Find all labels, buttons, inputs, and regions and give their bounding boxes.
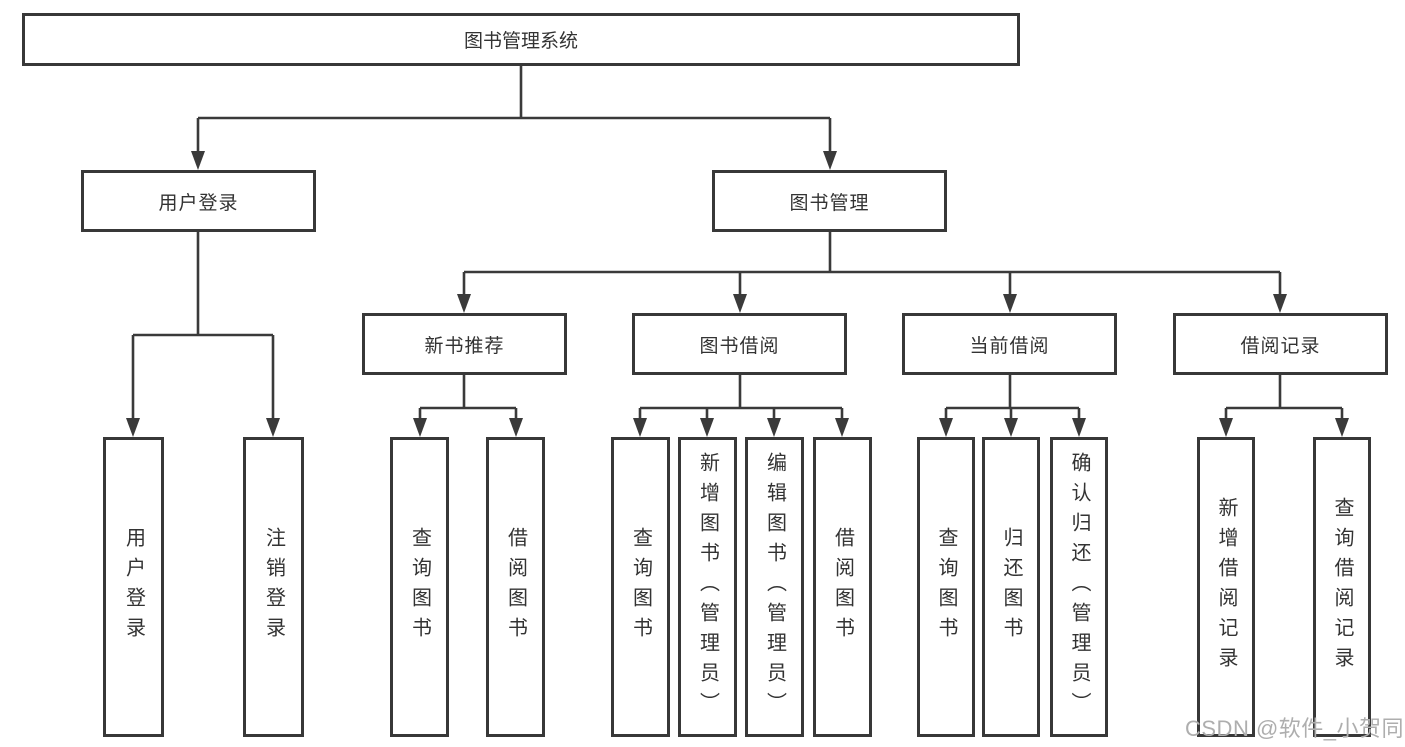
node-label: 注销登录 xyxy=(262,527,285,647)
node-label: 查询图书 xyxy=(408,527,431,647)
leaf-add-borrow-record: 新增借阅记录 xyxy=(1197,437,1255,737)
node-book-borrow: 图书借阅 xyxy=(632,313,847,375)
node-label: 查询借阅记录 xyxy=(1331,497,1353,677)
node-label: 确认归还（管理员） xyxy=(1068,452,1090,722)
node-label: 借阅图书 xyxy=(831,527,854,647)
node-library-management-system: 图书管理系统 xyxy=(22,13,1020,66)
node-label: 图书借阅 xyxy=(699,335,780,357)
node-label: 新增借阅记录 xyxy=(1215,497,1237,677)
leaf-query-books-current: 查询图书 xyxy=(917,437,975,737)
node-new-book-recommend: 新书推荐 xyxy=(362,313,567,375)
node-label: 当前借阅 xyxy=(969,335,1050,357)
node-label: 新书推荐 xyxy=(424,335,505,357)
leaf-logout: 注销登录 xyxy=(243,437,304,737)
node-label: 图书管理系统 xyxy=(463,31,578,52)
node-borrow-records: 借阅记录 xyxy=(1173,313,1388,375)
leaf-query-borrow-record: 查询借阅记录 xyxy=(1313,437,1371,737)
node-label: 查询图书 xyxy=(935,527,957,647)
node-label: 借阅图书 xyxy=(504,527,527,647)
node-label: 用户登录 xyxy=(122,527,145,647)
node-label: 图书管理 xyxy=(789,192,870,214)
node-user-login: 用户登录 xyxy=(81,170,316,232)
leaf-confirm-return-admin: 确认归还（管理员） xyxy=(1050,437,1108,737)
node-label: 查询图书 xyxy=(629,527,652,647)
leaf-query-books-borrow: 查询图书 xyxy=(611,437,670,737)
csdn-watermark: CSDN @软件_小贺同学 xyxy=(1185,716,1405,741)
node-label: 用户登录 xyxy=(158,192,239,214)
leaf-user-login: 用户登录 xyxy=(103,437,164,737)
node-label: 归还图书 xyxy=(1000,527,1022,647)
leaf-add-book-admin: 新增图书（管理员） xyxy=(678,437,737,737)
node-label: 编辑图书（管理员） xyxy=(763,452,786,722)
leaf-query-books-recommend: 查询图书 xyxy=(390,437,449,737)
leaf-borrow-books-borrow: 借阅图书 xyxy=(813,437,872,737)
node-current-borrow: 当前借阅 xyxy=(902,313,1117,375)
leaf-return-book: 归还图书 xyxy=(982,437,1040,737)
node-label: 新增图书（管理员） xyxy=(696,452,719,722)
leaf-edit-book-admin: 编辑图书（管理员） xyxy=(745,437,804,737)
node-book-management: 图书管理 xyxy=(712,170,947,232)
node-label: 借阅记录 xyxy=(1240,335,1321,357)
leaf-borrow-books-recommend: 借阅图书 xyxy=(486,437,545,737)
